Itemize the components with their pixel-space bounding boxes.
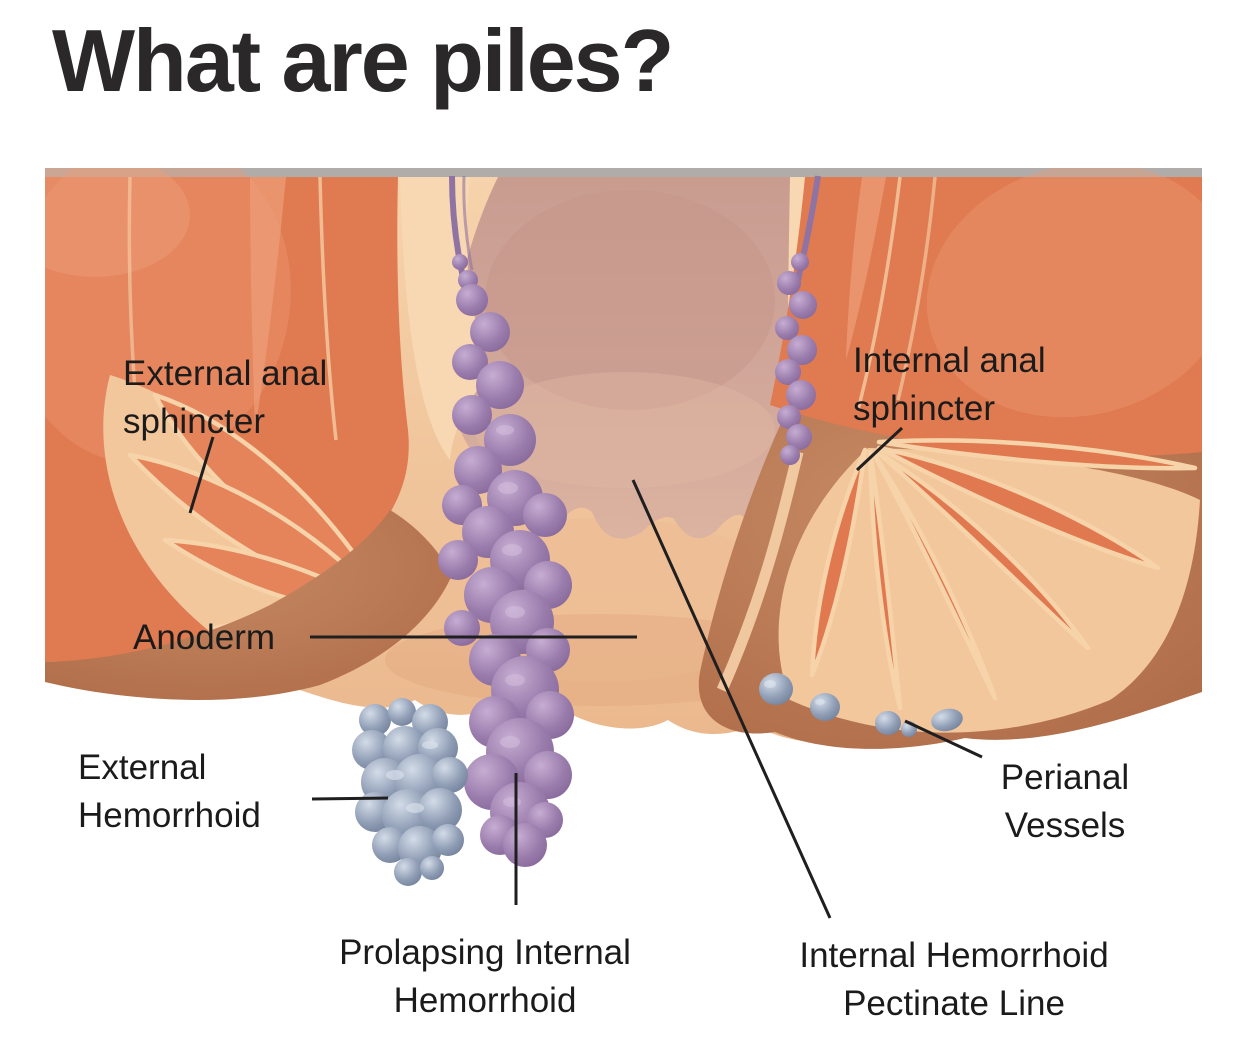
leader-internal-anal-sphincter	[855, 426, 904, 472]
leader-lines	[188, 426, 983, 919]
page-title: What are piles?	[52, 11, 674, 110]
right-muscle-group	[698, 168, 1202, 749]
leader-perianal-vessels	[904, 719, 983, 759]
left-skin-brown	[45, 510, 452, 700]
label-line: External	[78, 748, 207, 787]
label-line: sphincter	[853, 389, 996, 429]
right-muscle-fan	[809, 438, 1198, 711]
blue-highlights	[386, 741, 438, 813]
anatomy-illustration	[45, 168, 1202, 1063]
left-muscle-group	[45, 168, 452, 700]
internal-hemorrhoid-left	[438, 254, 572, 686]
leader-external-hemorrhoid	[311, 796, 389, 801]
label-line: Anoderm	[133, 618, 276, 657]
label-line: Hemorrhoid	[393, 981, 577, 1021]
label-internal-anal-sphincter: Internal anal sphincter	[853, 337, 1046, 434]
label-external-hemorrhoid: External Hemorrhoid	[78, 744, 261, 841]
top-gray-strip	[45, 168, 1202, 177]
label-line: Internal anal	[853, 341, 1046, 380]
internal-hemorrhoid-right	[775, 253, 817, 465]
label-line: External anal	[123, 354, 328, 393]
label-line: Prolapsing Internal	[339, 933, 631, 972]
label-perianal-vessels: Perianal Vessels	[985, 754, 1145, 851]
leader-internal-hemorrhoid-pectinate-line	[631, 479, 832, 919]
right-skin-fold	[716, 450, 804, 693]
label-line: Pectinate Line	[843, 984, 1065, 1024]
label-line: sphincter	[123, 402, 266, 442]
left-mucosal-column	[400, 177, 490, 460]
anatomy-artwork	[45, 168, 1202, 1063]
label-external-anal-sphincter: External anal sphincter	[123, 350, 327, 447]
purple-highlights	[496, 425, 525, 807]
label-internal-hemorrhoid-pectinate-line: Internal Hemorrhoid Pectinate Line	[758, 932, 1150, 1029]
external-hemorrhoid	[352, 698, 468, 886]
label-line: Internal Hemorrhoid	[799, 936, 1109, 975]
leader-external-anal-sphincter	[188, 436, 215, 514]
label-anoderm: Anoderm	[133, 614, 275, 662]
label-prolapsing-internal-hemorrhoid: Prolapsing Internal Hemorrhoid	[325, 929, 645, 1026]
anal-canal-interior	[450, 177, 809, 539]
label-line: Hemorrhoid	[78, 796, 261, 836]
prolapsing-internal-hemorrhoid	[464, 656, 574, 867]
label-line: Perianal	[1000, 758, 1130, 797]
label-line: Vessels	[1004, 806, 1126, 846]
